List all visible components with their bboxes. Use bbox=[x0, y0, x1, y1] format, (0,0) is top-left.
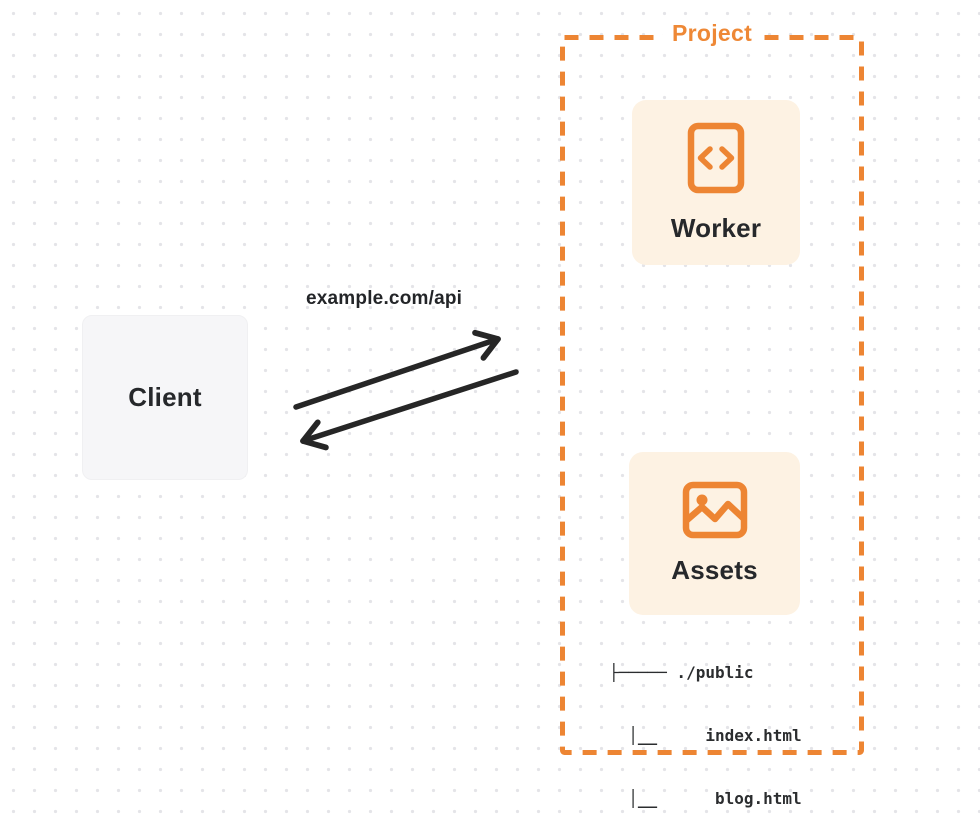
request-arrow bbox=[293, 329, 501, 410]
assets-node: Assets bbox=[629, 452, 800, 615]
file-tree-root: ├───── ./public bbox=[609, 663, 754, 682]
client-label: Client bbox=[128, 382, 202, 412]
project-group-label: Project bbox=[562, 20, 862, 47]
file-tree-item: │__ index.html bbox=[609, 726, 802, 745]
worker-label: Worker bbox=[670, 212, 762, 243]
project-group-label-text: Project bbox=[662, 20, 762, 47]
response-arrow bbox=[300, 369, 519, 451]
code-file-icon bbox=[687, 122, 745, 194]
request-url-label: example.com/api bbox=[306, 288, 463, 309]
file-tree-item: │__ blog.html bbox=[609, 789, 802, 808]
worker-node: Worker bbox=[632, 100, 800, 265]
assets-label: Assets bbox=[671, 555, 758, 585]
file-tree: ├───── ./public │__ index.html │__ blog.… bbox=[609, 620, 802, 818]
image-icon bbox=[682, 481, 748, 539]
client-node: Client bbox=[82, 315, 248, 480]
